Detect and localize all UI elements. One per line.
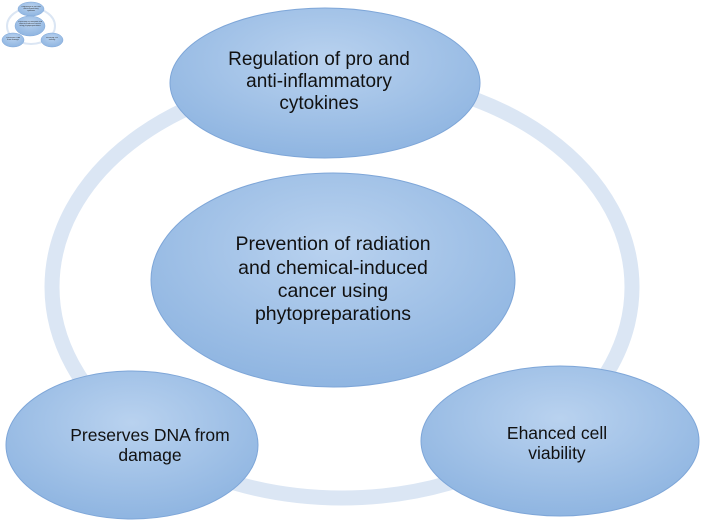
thumbnail-center-node: [14, 15, 46, 37]
thumbnail-right-node: [40, 32, 64, 48]
center-node-ellipse: [150, 172, 516, 388]
top-node-label: Regulation of pro and anti-inflammatory …: [228, 49, 410, 114]
left-node-label: Preserves DNA from damage: [70, 424, 230, 465]
thumbnail-top-label: Regulation of pro and anti-inflammatory …: [21, 6, 41, 12]
thumbnail-left-node: [1, 32, 25, 48]
thumbnail-right-label: Ehanced cell viability: [46, 37, 58, 41]
right-node-ellipse: [420, 365, 700, 517]
diagram-thumbnail: [0, 0, 68, 52]
left-node-ellipse: [5, 370, 259, 520]
center-node-label: Prevention of radiation and chemical-ind…: [235, 233, 431, 326]
right-node-label: Ehanced cell viability: [506, 422, 608, 463]
thumbnail-left-label: Preserves DNA from damage: [6, 37, 20, 41]
thumbnail-center-label: Prevention of radiation and chemical-ind…: [18, 21, 42, 27]
top-node-ellipse: [169, 7, 481, 159]
